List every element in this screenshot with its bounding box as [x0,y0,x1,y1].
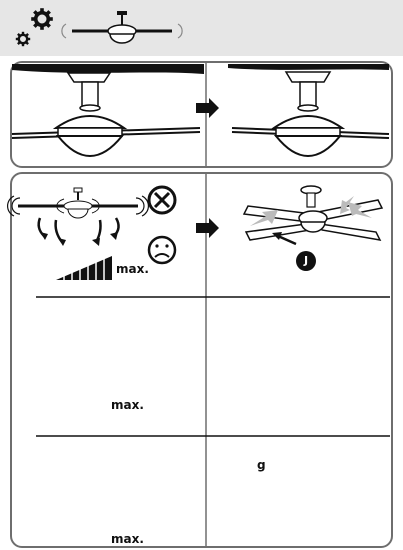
cross-circle-icon [147,185,177,215]
fan-bottom-view [242,185,384,246]
arrow-right-icon [196,98,219,118]
max-speed-label: max. [111,398,144,412]
arrow-right-icon [196,218,219,238]
gear-icon [14,30,32,48]
sad-face-icon [147,235,177,265]
max-speed-label: max. [111,532,144,546]
speed-ramp-icon [55,255,113,281]
panel-balancing-steps [10,172,393,548]
header-bar [0,0,403,56]
fan-closeup-after [228,64,390,157]
fan-closeup-before [11,64,204,157]
max-speed-label: max. [116,262,149,276]
fan-preview-icon [61,11,183,44]
weight-card-letter: g [257,458,266,472]
step-badge: J [296,251,316,271]
fan-wobbling-strong [6,186,150,246]
gear-icon [29,6,55,32]
